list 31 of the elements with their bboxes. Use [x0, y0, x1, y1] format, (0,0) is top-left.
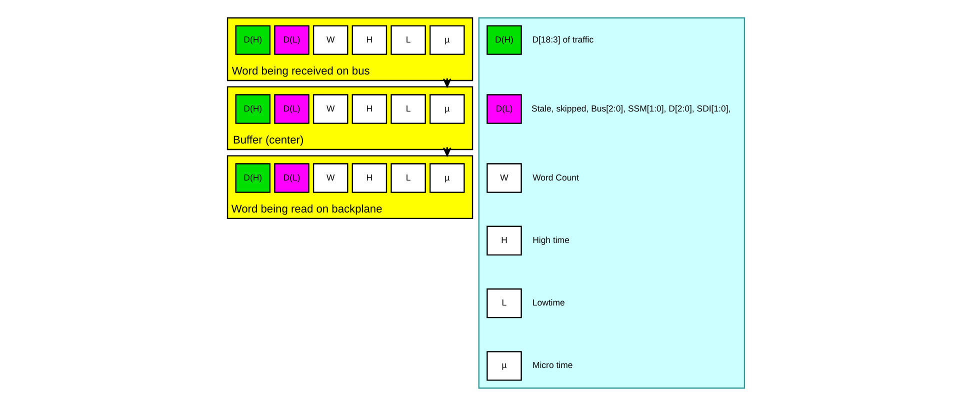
node-box: D(H): [235, 25, 271, 55]
node-box: µ: [430, 94, 465, 124]
node-box: D(L): [274, 94, 310, 124]
node-label: High time: [532, 234, 570, 245]
node-label: Micro time: [532, 360, 573, 370]
node-box: D(H): [235, 163, 271, 193]
node-box: L: [390, 25, 426, 55]
node-box: W: [312, 94, 348, 124]
node-box: H: [352, 25, 388, 55]
node-box: L: [486, 288, 522, 318]
node-label: Word Count: [532, 172, 579, 182]
node-box: D(H): [235, 94, 271, 124]
node-box: µ: [430, 25, 465, 55]
node-label: Lowtime: [532, 298, 565, 308]
node-box: L: [390, 163, 426, 193]
node-box: W: [486, 163, 522, 193]
node-box: H: [352, 94, 388, 124]
node-box: D(L): [274, 163, 310, 193]
node-box: W: [312, 25, 348, 55]
node-box: µ: [486, 351, 522, 381]
node-box: H: [486, 226, 522, 256]
node-label: D[18:3] of traffic: [532, 34, 594, 44]
node-box: D(H): [486, 25, 522, 55]
node-box: D(L): [486, 94, 522, 124]
node-box: W: [312, 163, 348, 193]
node-box: µ: [430, 163, 465, 193]
node-box: D(L): [274, 25, 310, 55]
node-box: L: [390, 94, 426, 124]
node-label: Stale, skipped, Bus[2:0], SSM[1:0], D[2:0], SDI[1:0],: [532, 103, 731, 114]
node-box: H: [352, 163, 388, 193]
cluster: [478, 17, 746, 389]
